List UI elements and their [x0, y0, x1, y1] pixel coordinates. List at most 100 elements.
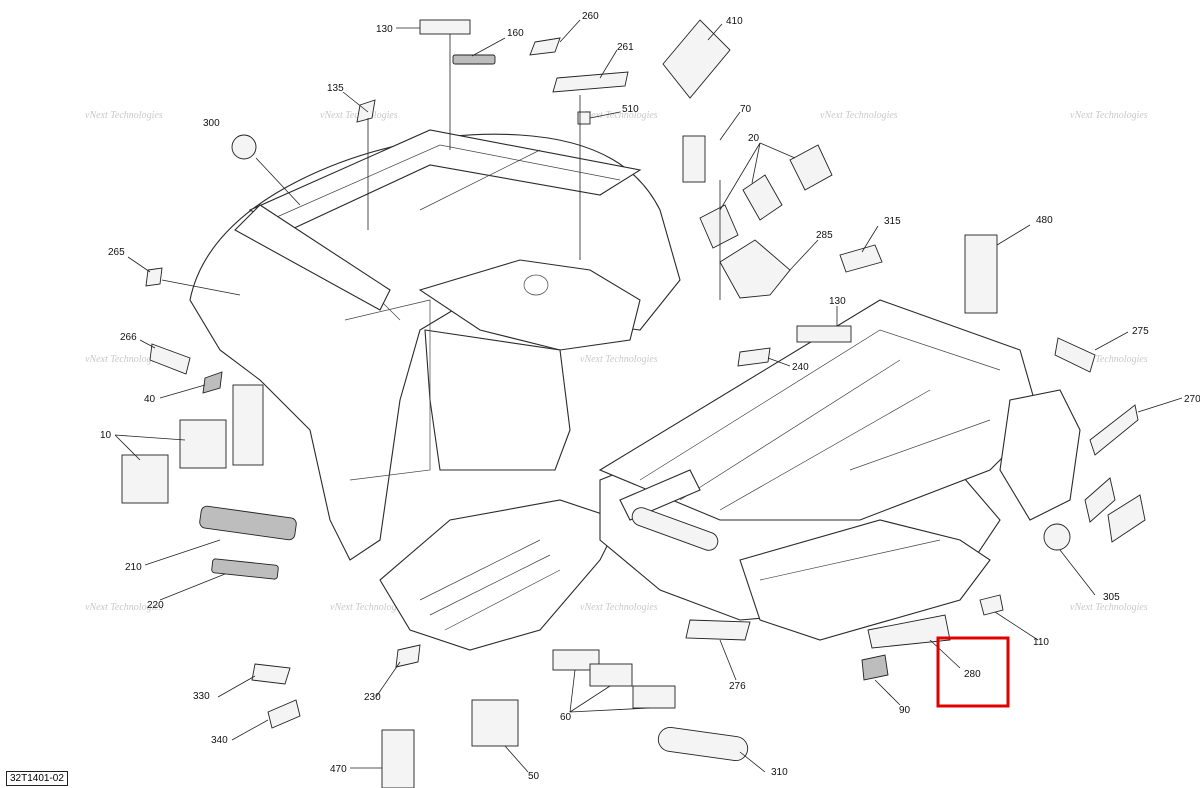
decal-90: [861, 654, 889, 681]
decal-10-b: [179, 419, 227, 469]
callout-276: 276: [729, 681, 746, 692]
watermark-text: vNext Technologies: [1070, 354, 1148, 365]
decal-70: [682, 135, 706, 183]
watermark-text: vNext Technologies: [1070, 110, 1148, 121]
callout-20: 20: [748, 133, 760, 144]
decal-310: [657, 726, 749, 762]
decal-260: [529, 37, 561, 56]
callout-130: 130: [829, 296, 846, 307]
decal-60-c: [632, 685, 676, 709]
callout-40: 40: [144, 394, 156, 405]
decal-60-b: [589, 663, 633, 687]
decal-135: [356, 99, 376, 123]
rear-rack-bar: [234, 204, 391, 311]
decal-130-top: [419, 19, 471, 35]
highlight-box-280: [936, 636, 1010, 708]
callout-110: 110: [1033, 637, 1049, 648]
callout-135: 135: [327, 83, 344, 94]
decal-275: [1054, 337, 1096, 373]
decal-20-c: [699, 204, 739, 249]
callout-10: 10: [100, 430, 112, 441]
watermark-text: vNext Technologies: [580, 602, 658, 613]
atv-body-drawing: [189, 129, 1081, 651]
decal-90-side-a: [1084, 477, 1116, 523]
decal-220-outlander: [211, 558, 279, 580]
decal-110: [979, 594, 1004, 616]
callout-305: 305: [1103, 592, 1120, 603]
callout-265: 265: [108, 247, 125, 258]
decal-315: [839, 244, 883, 273]
decal-261: [552, 71, 629, 93]
decal-40-panel: [232, 384, 264, 466]
callout-470: 470: [330, 764, 347, 775]
decal-160-logo: [452, 54, 496, 65]
watermark-text: vNext Technologies: [580, 354, 658, 365]
leader-lines: [114, 19, 1183, 773]
callout-labels: 130 160 260 410 261 135 510 70 300 20 31…: [100, 11, 1200, 782]
decal-230: [395, 644, 421, 668]
decal-285: [719, 239, 791, 299]
callout-160: 160: [507, 28, 524, 39]
watermark-text: vNext Technologies: [1070, 602, 1148, 613]
callout-280: 280: [964, 669, 981, 680]
callout-275: 275: [1132, 326, 1149, 337]
side-panel: [424, 329, 571, 471]
callout-480: 480: [1036, 215, 1053, 226]
callout-90: 90: [899, 705, 911, 716]
decal-340: [267, 699, 301, 729]
decal-210-canam: [199, 505, 297, 541]
callout-210: 210: [125, 562, 142, 573]
decal-330: [251, 663, 291, 685]
decal-266: [149, 343, 191, 375]
callout-270: 270: [1184, 394, 1200, 405]
callout-410: 410: [726, 16, 743, 27]
watermark-text: vNext Technologies: [580, 110, 658, 121]
decal-305: [1043, 523, 1071, 551]
callout-310: 310: [771, 767, 788, 778]
callout-315: 315: [884, 216, 901, 227]
callout-340: 340: [211, 735, 228, 746]
decal-470: [381, 729, 415, 788]
decal-20-b: [789, 144, 833, 191]
decal-10-a: [121, 454, 169, 504]
callout-261: 261: [617, 42, 634, 53]
decal-60-a: [552, 649, 600, 671]
footwell: [379, 499, 621, 651]
watermark-text: vNext Technologies: [820, 110, 898, 121]
decal-20-a: [742, 174, 783, 221]
decal-90-side-b: [1107, 494, 1146, 543]
callout-60: 60: [560, 712, 572, 723]
decal-276: [685, 619, 751, 641]
watermark-text: vNext Technologies: [85, 110, 163, 121]
callout-220: 220: [147, 600, 164, 611]
decal-280: [867, 614, 951, 649]
decal-50: [471, 699, 519, 747]
callout-330: 330: [193, 691, 210, 702]
decal-parts: [121, 19, 1146, 788]
front-bumper: [739, 519, 991, 641]
decal-240: [737, 347, 771, 367]
callout-285: 285: [816, 230, 833, 241]
seat: [418, 259, 641, 351]
callout-50: 50: [528, 771, 540, 782]
decal-410: [662, 19, 731, 99]
callout-130: 130: [376, 24, 393, 35]
callout-230: 230: [364, 692, 381, 703]
callout-510: 510: [622, 104, 639, 115]
decal-265: [145, 267, 163, 287]
callout-240: 240: [792, 362, 809, 373]
headlight-pod: [999, 389, 1081, 521]
watermark-text: vNext Technologies: [85, 354, 163, 365]
decal-40: [202, 371, 223, 394]
decal-480: [964, 234, 998, 314]
callout-260: 260: [582, 11, 599, 22]
callout-70: 70: [740, 104, 752, 115]
decal-300: [231, 134, 257, 160]
decal-270: [1089, 404, 1139, 456]
drawing-reference-number: 32T1401-02: [6, 771, 68, 786]
callout-300: 300: [203, 118, 220, 129]
watermark-text: vNext Technologies: [330, 602, 408, 613]
callout-266: 266: [120, 332, 137, 343]
watermark-text: vNext Technologies: [85, 602, 163, 613]
